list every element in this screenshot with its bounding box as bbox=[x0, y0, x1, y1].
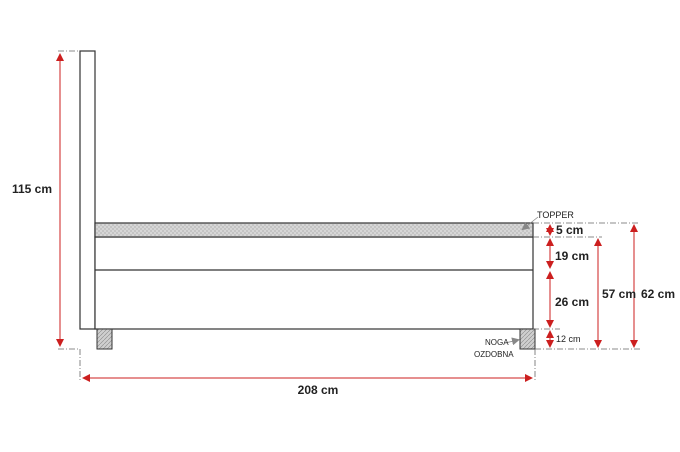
leg-left bbox=[96, 328, 113, 350]
leg-height-label: 12 cm bbox=[556, 334, 581, 344]
dimension-lines bbox=[56, 53, 638, 382]
topper-label: TOPPER bbox=[537, 210, 574, 220]
bed-height-label: 57 cm bbox=[602, 287, 636, 301]
bed-base bbox=[94, 236, 534, 330]
headboard bbox=[79, 50, 96, 330]
topper-thickness-label: 5 cm bbox=[556, 223, 583, 237]
leg-leader bbox=[504, 337, 520, 346]
lower-box-label: 26 cm bbox=[555, 295, 589, 309]
leg-right bbox=[519, 328, 536, 350]
guide-lines bbox=[58, 50, 640, 382]
total-height-label: 62 cm bbox=[641, 287, 675, 301]
headboard-height-label: 115 cm bbox=[12, 182, 52, 196]
topper-leader bbox=[521, 216, 539, 231]
leg-label-line2: OZDOBNA bbox=[474, 350, 514, 359]
length-label: 208 cm bbox=[298, 383, 339, 397]
topper bbox=[94, 222, 534, 238]
upper-box-label: 19 cm bbox=[555, 249, 589, 263]
leg-label-line1: NOGA bbox=[485, 338, 509, 347]
